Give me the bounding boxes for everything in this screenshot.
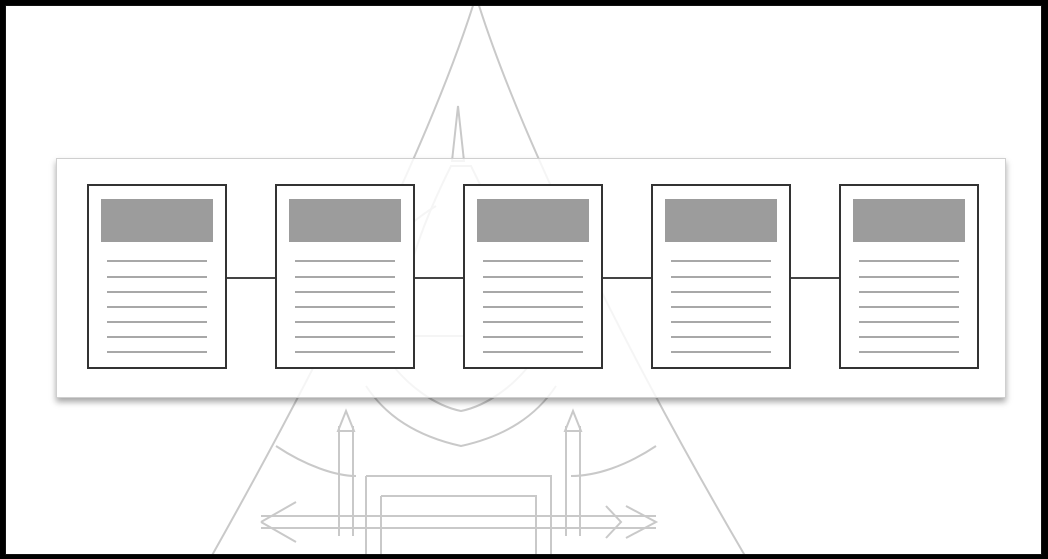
text-line <box>107 306 207 308</box>
text-line <box>107 321 207 323</box>
text-line <box>859 260 959 262</box>
text-line <box>483 306 583 308</box>
document-page-1 <box>87 184 227 369</box>
page-header-block <box>477 199 589 242</box>
text-line <box>483 321 583 323</box>
diagram-panel <box>56 158 1006 398</box>
text-line <box>859 306 959 308</box>
text-line <box>859 276 959 278</box>
text-line <box>483 336 583 338</box>
text-line <box>107 276 207 278</box>
document-page-5 <box>839 184 979 369</box>
text-line <box>671 291 771 293</box>
text-line <box>671 276 771 278</box>
text-line <box>295 291 395 293</box>
document-page-3 <box>463 184 603 369</box>
text-line <box>859 291 959 293</box>
text-line <box>295 336 395 338</box>
figure-frame <box>5 5 1042 555</box>
document-page-4 <box>651 184 791 369</box>
text-line <box>859 321 959 323</box>
text-line <box>295 351 395 353</box>
page-header-block <box>101 199 213 242</box>
text-line <box>671 260 771 262</box>
page-header-block <box>853 199 965 242</box>
text-line <box>483 291 583 293</box>
text-line <box>859 351 959 353</box>
document-page-2 <box>275 184 415 369</box>
text-line <box>295 276 395 278</box>
text-line <box>483 276 583 278</box>
text-line <box>295 321 395 323</box>
text-line <box>107 291 207 293</box>
text-line <box>107 351 207 353</box>
connector-line <box>603 277 651 279</box>
text-line <box>295 306 395 308</box>
text-line <box>483 260 583 262</box>
text-line <box>859 336 959 338</box>
connector-line <box>791 277 839 279</box>
text-line <box>107 260 207 262</box>
text-line <box>107 336 207 338</box>
page-header-block <box>665 199 777 242</box>
text-line <box>483 351 583 353</box>
connector-line <box>415 277 463 279</box>
page-header-block <box>289 199 401 242</box>
text-line <box>295 260 395 262</box>
text-line <box>671 336 771 338</box>
text-line <box>671 321 771 323</box>
text-line <box>671 306 771 308</box>
connector-line <box>227 277 275 279</box>
text-line <box>671 351 771 353</box>
